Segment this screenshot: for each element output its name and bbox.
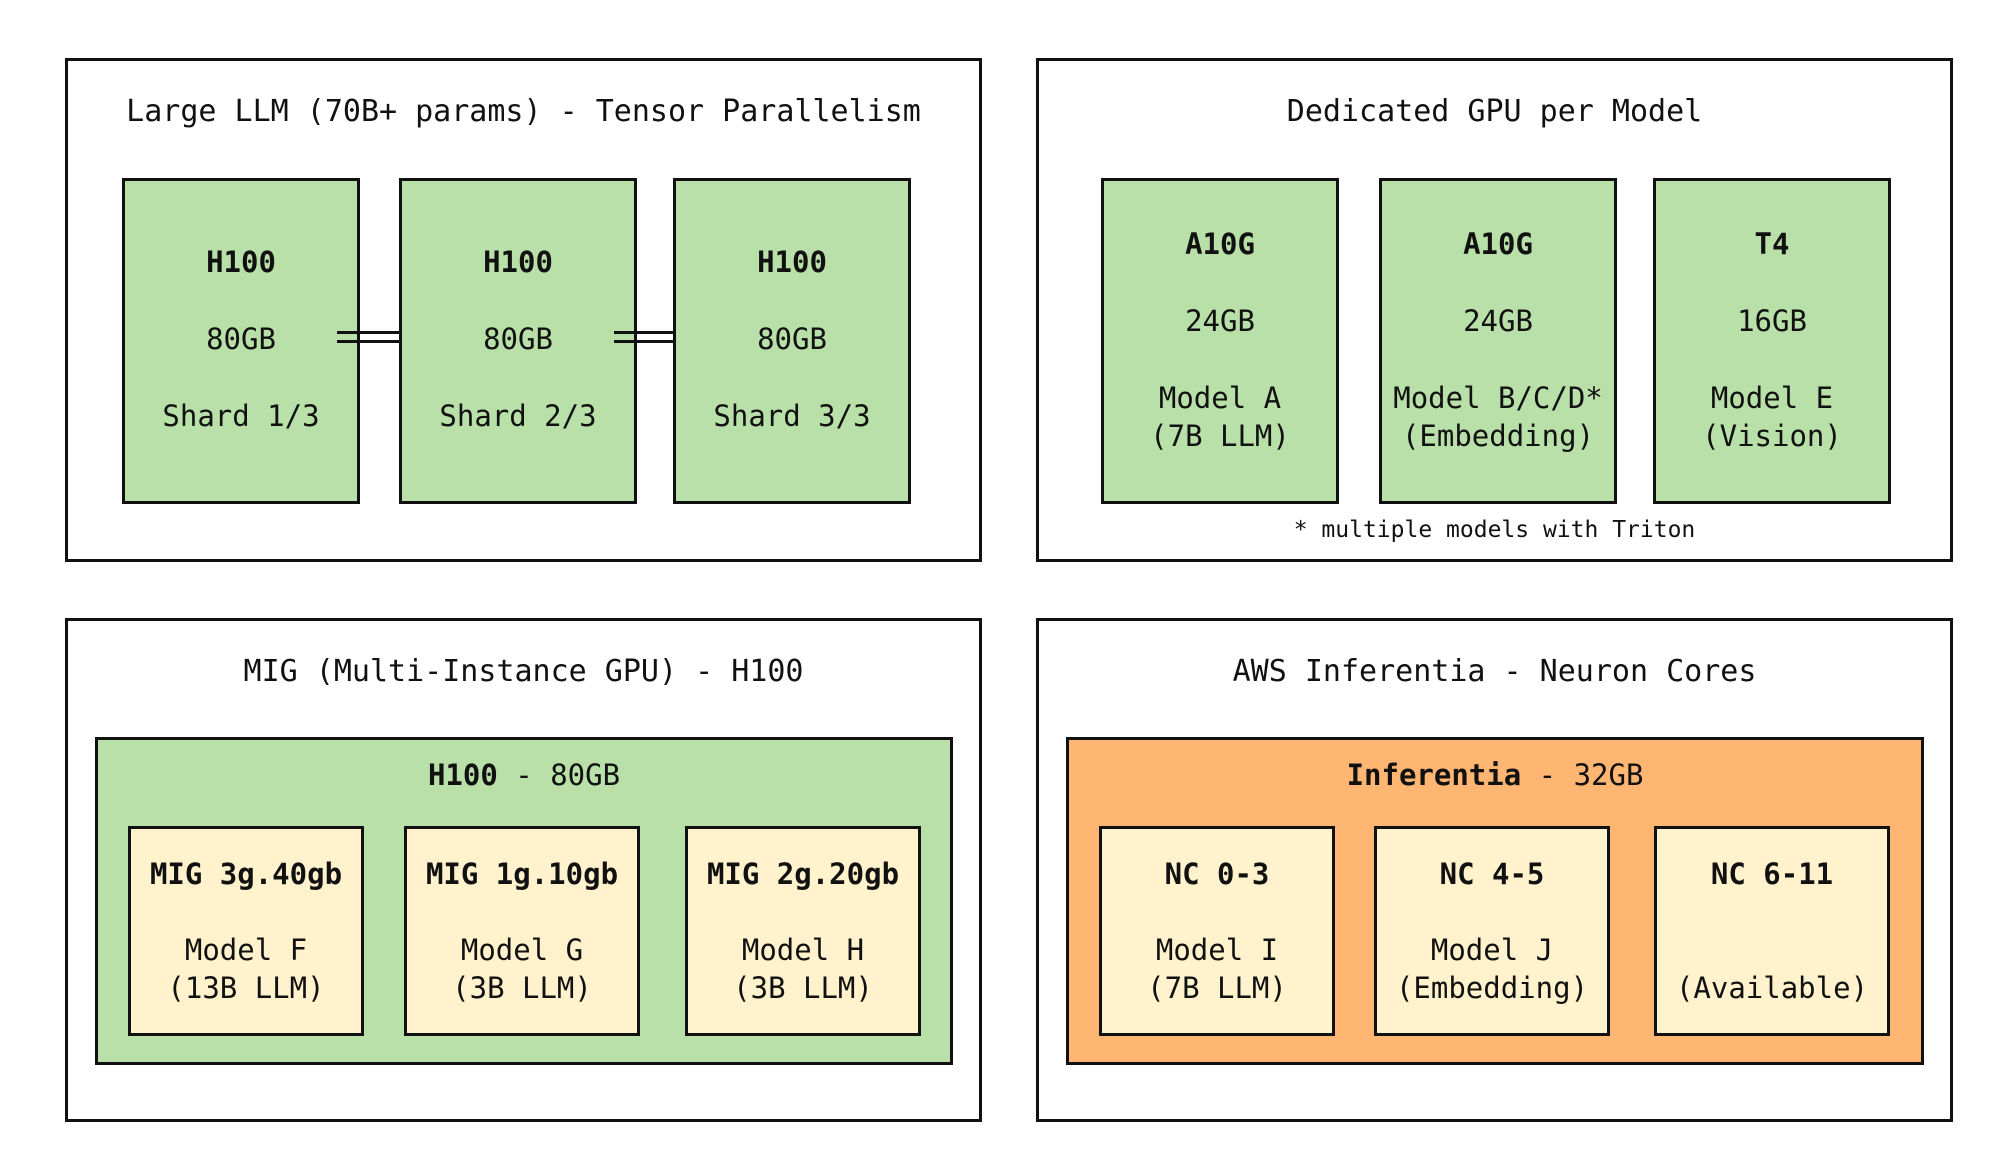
mig-instance-name: MIG 1g.10gb xyxy=(425,857,619,891)
container-chip-memory: - 32GB xyxy=(1521,758,1644,792)
gpu-memory: 80GB xyxy=(483,322,553,356)
mig-instance-detail: (3B LLM) xyxy=(733,971,873,1005)
container-gpu-memory: - 80GB xyxy=(497,758,621,792)
nvlink-connector xyxy=(614,331,694,343)
gpu-model: Model A xyxy=(1158,381,1282,415)
gpu-name: T4 xyxy=(1754,227,1790,261)
gpu-box-t4: T4 16GB Model E (Vision) xyxy=(1653,178,1891,504)
mig-instance-detail: (3B LLM) xyxy=(452,971,592,1005)
neuron-core-detail: (7B LLM) xyxy=(1147,971,1287,1005)
neuron-core-detail: (Available) xyxy=(1675,971,1869,1005)
gpu-name: H100 xyxy=(206,245,276,279)
gpu-box-h100-1: H100 80GB Shard 1/3 xyxy=(122,178,360,504)
h100-mig-container: H100 - 80GB MIG 3g.40gb Model F (13B LLM… xyxy=(95,737,953,1065)
gpu-shard: Shard 1/3 xyxy=(162,399,320,433)
gpu-shard: Shard 3/3 xyxy=(713,399,871,433)
mig-instance-model: Model F xyxy=(184,933,308,967)
mig-instance-model: Model G xyxy=(460,933,584,967)
tensor-parallelism-panel: Large LLM (70B+ params) - Tensor Paralle… xyxy=(65,58,982,562)
gpu-box-a10g-2: A10G 24GB Model B/C/D* (Embedding) xyxy=(1379,178,1617,504)
gpu-model-detail: (Embedding) xyxy=(1401,419,1595,453)
gpu-box-a10g-1: A10G 24GB Model A (7B LLM) xyxy=(1101,178,1339,504)
inferentia-panel: AWS Inferentia - Neuron Cores Inferentia… xyxy=(1036,618,1953,1122)
mig-instance-detail: (13B LLM) xyxy=(167,971,325,1005)
panel-title: Dedicated GPU per Model xyxy=(1286,94,1703,129)
gpu-memory: 80GB xyxy=(757,322,827,356)
nvlink-connector xyxy=(337,331,417,343)
panel-title: MIG (Multi-Instance GPU) - H100 xyxy=(243,654,804,689)
gpu-memory: 24GB xyxy=(1463,304,1533,338)
neuron-core-0-3: NC 0-3 Model I (7B LLM) xyxy=(1099,826,1335,1036)
container-title: H100 - 80GB xyxy=(98,758,950,792)
mig-panel: MIG (Multi-Instance GPU) - H100 H100 - 8… xyxy=(65,618,982,1122)
panel-title: AWS Inferentia - Neuron Cores xyxy=(1232,654,1757,689)
dedicated-gpu-panel: Dedicated GPU per Model A10G 24GB Model … xyxy=(1036,58,1953,562)
neuron-core-4-5: NC 4-5 Model J (Embedding) xyxy=(1374,826,1610,1036)
container-title: Inferentia - 32GB xyxy=(1069,758,1921,792)
container-chip-name: Inferentia xyxy=(1346,758,1522,792)
gpu-model: Model B/C/D* xyxy=(1393,381,1603,415)
gpu-memory: 80GB xyxy=(206,322,276,356)
gpu-name: H100 xyxy=(483,245,553,279)
mig-instance-name: MIG 2g.20gb xyxy=(706,857,900,891)
gpu-model: Model E xyxy=(1710,381,1834,415)
neuron-core-model: Model I xyxy=(1155,933,1279,967)
gpu-name: A10G xyxy=(1463,227,1533,261)
neuron-core-6-11: NC 6-11 (Available) xyxy=(1654,826,1890,1036)
panel-title: Large LLM (70B+ params) - Tensor Paralle… xyxy=(126,94,921,129)
gpu-model-detail: (7B LLM) xyxy=(1150,419,1290,453)
neuron-core-model: Model J xyxy=(1430,933,1554,967)
neuron-core-name: NC 6-11 xyxy=(1710,857,1834,891)
gpu-name: H100 xyxy=(757,245,827,279)
gpu-memory: 16GB xyxy=(1737,304,1807,338)
neuron-core-detail: (Embedding) xyxy=(1395,971,1589,1005)
mig-instance-1g-10gb: MIG 1g.10gb Model G (3B LLM) xyxy=(404,826,640,1036)
neuron-core-name: NC 4-5 xyxy=(1439,857,1545,891)
container-gpu-name: H100 xyxy=(427,758,498,792)
mig-instance-name: MIG 3g.40gb xyxy=(149,857,343,891)
mig-instance-3g-40gb: MIG 3g.40gb Model F (13B LLM) xyxy=(128,826,364,1036)
inferentia-container: Inferentia - 32GB NC 0-3 Model I (7B LLM… xyxy=(1066,737,1924,1065)
triton-footnote: * multiple models with Triton xyxy=(1293,517,1696,543)
gpu-box-h100-2: H100 80GB Shard 2/3 xyxy=(399,178,637,504)
gpu-shard: Shard 2/3 xyxy=(439,399,597,433)
gpu-memory: 24GB xyxy=(1185,304,1255,338)
mig-instance-2g-20gb: MIG 2g.20gb Model H (3B LLM) xyxy=(685,826,921,1036)
mig-instance-model: Model H xyxy=(741,933,865,967)
neuron-core-name: NC 0-3 xyxy=(1164,857,1270,891)
gpu-model-detail: (Vision) xyxy=(1702,419,1842,453)
gpu-name: A10G xyxy=(1185,227,1255,261)
gpu-box-h100-3: H100 80GB Shard 3/3 xyxy=(673,178,911,504)
